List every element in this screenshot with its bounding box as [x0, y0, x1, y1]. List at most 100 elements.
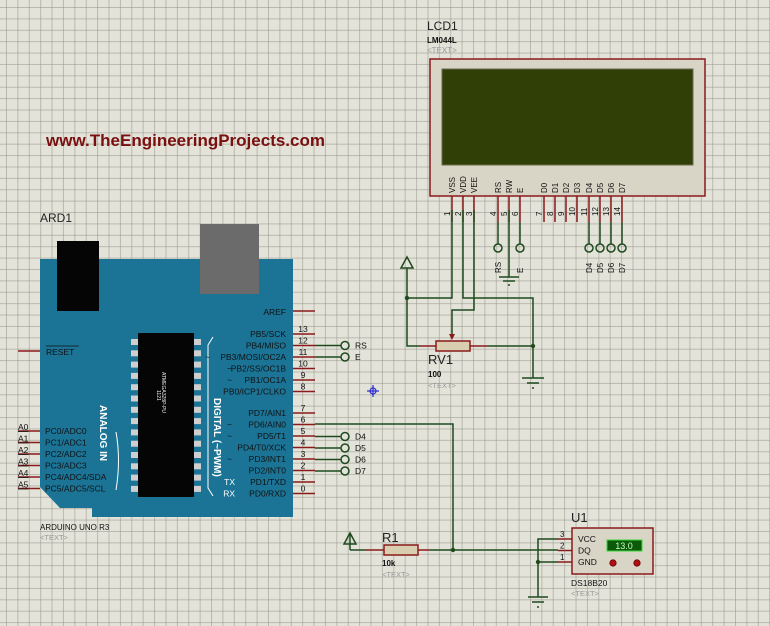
terminal-label: RS	[494, 262, 503, 273]
lcd-pin-name: VDD	[459, 176, 468, 193]
wire-vcc-gnd	[537, 538, 558, 597]
digital-pin-prefix: TX	[224, 477, 235, 487]
digital-pin-name: PB2/SS/OC1B	[231, 364, 287, 374]
digital-pin-name: PD1/TXD	[250, 477, 286, 487]
reset-label: RESET	[46, 347, 74, 357]
digital-pin-num: 8	[301, 382, 306, 392]
analog-bracket	[115, 431, 119, 491]
u1-pin-name: DQ	[578, 546, 591, 556]
atmega-chip	[138, 333, 194, 497]
u1-text-placeholder: <TEXT>	[571, 589, 600, 598]
junctions	[404, 295, 541, 565]
digital-pin-name: PD4/T0/XCK	[237, 443, 286, 453]
rv1-body	[435, 340, 471, 352]
digital-pin-name: PB0/ICP1/CLKO	[223, 387, 286, 397]
terminal-d7[interactable]	[340, 466, 350, 476]
usb-connector	[200, 224, 259, 294]
lcd-pin-name: D7	[618, 182, 627, 193]
digital-pin-name: PD0/RXD	[249, 489, 286, 499]
digital-pin-prefix: ~	[227, 375, 232, 385]
analog-pin-name: PC5/ADC5/SCL	[45, 484, 106, 494]
digital-pin-name: PB5/SCK	[250, 329, 286, 339]
analog-pin-name: PC2/ADC2	[45, 449, 87, 459]
lcd-text-placeholder: <TEXT>	[427, 46, 457, 55]
wire-rv1-right-gnd	[488, 345, 534, 378]
temp-up-button[interactable]	[633, 559, 641, 567]
terminal-d6[interactable]	[340, 454, 350, 465]
wire-vee	[451, 210, 475, 334]
terminal-label: D7	[618, 262, 627, 273]
lcd-pin-num: 14	[613, 207, 622, 216]
u1-part: DS18B20	[571, 578, 608, 588]
terminal-label: D5	[355, 443, 366, 453]
wires	[315, 210, 558, 597]
u1-pin-name: VCC	[578, 534, 596, 544]
terminal-d5[interactable]	[595, 243, 605, 253]
terminal-d6[interactable]	[606, 243, 616, 253]
wire-power-rv1-left	[406, 268, 420, 347]
digital-pin-name: PD2/INT0	[249, 466, 287, 476]
digital-pins: 13PB5/SCK12PB4/MISO11PB3/MOSI/OC2A~10PB2…	[205, 324, 315, 499]
terminal-label: RS	[355, 341, 367, 351]
analog-pin-name: PC1/ADC1	[45, 438, 87, 448]
u1-pin-num: 3	[560, 530, 565, 539]
digital-pin-name: PB4/MISO	[246, 341, 287, 351]
rv1-component[interactable]: RV1 100 <TEXT>	[420, 334, 488, 390]
power-symbol-r1	[342, 531, 358, 545]
digital-pin-num: 0	[301, 484, 306, 494]
lcd-part: LM044L	[427, 36, 457, 45]
arduino-text-placeholder: <TEXT>	[40, 533, 69, 542]
digital-pin-num: 10	[298, 359, 308, 369]
terminal-label: D6	[607, 262, 616, 273]
power-jack	[57, 241, 99, 311]
lcd-pin-num: 10	[568, 207, 577, 216]
arduino-component[interactable]: ARD1 ATMEGA328P-PU 1121 AREF RESET ANALO…	[18, 211, 315, 542]
rv1-ref: RV1	[428, 352, 453, 367]
u1-pin-num: 1	[560, 553, 565, 562]
digital-pin-prefix: ~	[227, 420, 232, 430]
digital-pin-prefix: ~	[205, 352, 210, 362]
chip-sub: 1121	[155, 390, 161, 401]
terminal-label: E	[516, 268, 525, 273]
digital-pin-prefix: ~	[227, 454, 232, 464]
terminal-e[interactable]	[340, 352, 350, 362]
lcd-pin-num: 6	[511, 211, 520, 216]
r1-text-placeholder: <TEXT>	[382, 570, 411, 579]
terminal-e[interactable]	[515, 243, 525, 253]
terminal-d4[interactable]	[340, 431, 350, 442]
digital-pin-prefix: ~	[227, 364, 232, 374]
lcd-pin-name: D0	[540, 182, 549, 193]
terminal-d7[interactable]	[617, 243, 627, 253]
digital-pin-num: 9	[301, 370, 306, 380]
terminal-d4[interactable]	[584, 243, 594, 253]
lcd-pin-num: 1	[443, 211, 452, 216]
rv1-value: 100	[428, 370, 442, 379]
lcd-pin-num: 8	[546, 211, 555, 216]
digital-pin-num: 5	[301, 426, 306, 436]
junction	[450, 547, 456, 553]
digital-pin-prefix: ~	[227, 431, 232, 441]
r1-component[interactable]: R1 10k <TEXT>	[365, 530, 430, 579]
lcd-pin-name: RS	[494, 182, 503, 193]
lcd-component[interactable]: LCD1 LM044L <TEXT> VSS1VDD2VEE3RS4RW5E6D…	[427, 19, 706, 222]
digital-pin-name: PB3/MOSI/OC2A	[220, 352, 286, 362]
digital-bracket	[207, 336, 214, 497]
junction	[404, 295, 410, 301]
u1-pin-name: GND	[578, 557, 597, 567]
lcd-pin-name: D6	[607, 182, 616, 193]
digital-pin-num: 6	[301, 415, 306, 425]
digital-pin-prefix: RX	[223, 489, 235, 499]
terminal-rs[interactable]	[340, 340, 350, 351]
digital-pin-name: PD7/AIN1	[248, 408, 286, 418]
digital-pin-num: 1	[301, 472, 306, 482]
digital-pin-num: 12	[298, 336, 308, 346]
terminal-d5[interactable]	[340, 443, 350, 453]
lcd-pin-name: E	[516, 188, 525, 193]
terminal-rs[interactable]	[493, 243, 503, 253]
temp-down-button[interactable]	[609, 559, 617, 567]
wire-vss	[407, 210, 453, 299]
lcd-pin-name: D4	[585, 182, 594, 193]
lcd-pin-num: 9	[557, 211, 566, 216]
